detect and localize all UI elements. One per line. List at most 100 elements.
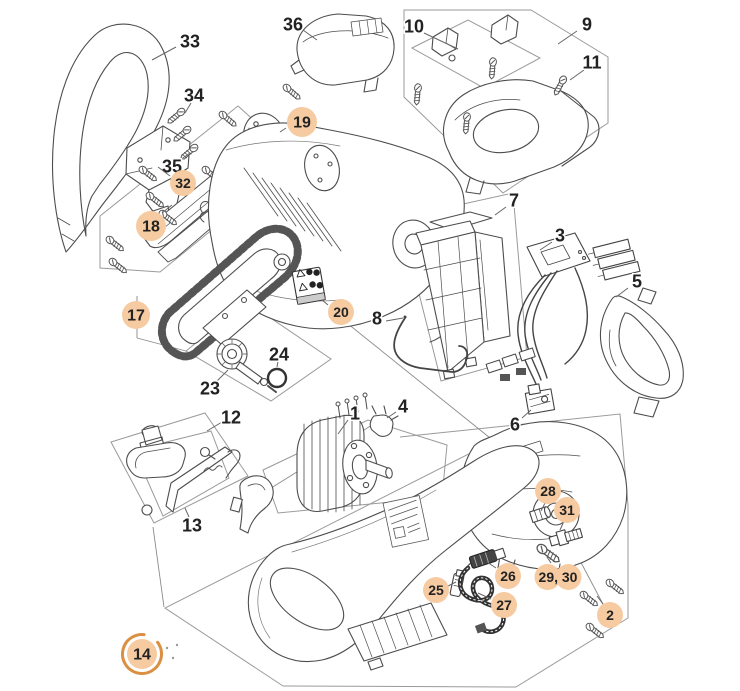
wire-part-8 xyxy=(393,315,469,373)
part-label-36[interactable]: 36 xyxy=(281,13,318,41)
part-label-24[interactable]: 24 xyxy=(267,343,291,368)
part-label-14[interactable]: 14 xyxy=(115,627,168,680)
label-leader-line xyxy=(557,30,578,45)
part-number-text: 17 xyxy=(127,308,145,325)
handlebar-part-33 xyxy=(51,23,170,253)
part-label-25[interactable]: 25 xyxy=(423,577,457,603)
top-cover-part-9 xyxy=(442,79,600,195)
part-label-20[interactable]: 20 xyxy=(321,299,354,325)
rotor-part-1 xyxy=(296,392,393,513)
part-number-text: 8 xyxy=(372,308,382,328)
box-group-bottom-right xyxy=(282,413,629,688)
part-label-33[interactable]: 33 xyxy=(151,30,202,61)
label-leader-line xyxy=(385,317,404,322)
part-label-13[interactable]: 13 xyxy=(180,507,204,537)
part-label-17[interactable]: 17 xyxy=(122,301,150,329)
highlight-circle xyxy=(136,211,166,241)
part-label-29-30[interactable]: 29, 30 xyxy=(534,556,582,590)
part-label-10[interactable]: 10 xyxy=(402,15,459,50)
highlight-circle xyxy=(328,299,354,325)
wire-harness xyxy=(485,267,589,385)
label-leader-line xyxy=(569,69,585,81)
highlight-circle xyxy=(534,564,561,590)
part-label-35[interactable]: 35 xyxy=(160,152,191,178)
part-number-text: 27 xyxy=(496,597,512,613)
part-label-32[interactable]: 32 xyxy=(157,166,196,196)
part-number-text: 4 xyxy=(398,396,408,416)
battery-compartment-part-7 xyxy=(415,211,511,380)
label-leader-line xyxy=(559,520,565,531)
part-number-text: 12 xyxy=(221,407,241,427)
part-label-3[interactable]: 3 xyxy=(539,224,567,251)
part-number-text: 35 xyxy=(162,156,182,176)
part-label-9[interactable]: 9 xyxy=(557,13,594,45)
part-label-34[interactable]: 34 xyxy=(182,84,206,114)
hose-part-27 xyxy=(458,565,506,635)
cover-part-5 xyxy=(599,287,684,418)
part-number-text: 18 xyxy=(142,219,160,236)
highlight-circle xyxy=(491,592,517,618)
part-number-text: 31 xyxy=(559,502,575,518)
part-number-text: 23 xyxy=(200,378,220,398)
label-leader-line xyxy=(494,206,507,216)
part-label-5[interactable]: 5 xyxy=(615,270,644,298)
diagram-specks xyxy=(165,643,179,660)
label-leader-line xyxy=(423,32,459,50)
part-label-11[interactable]: 11 xyxy=(569,51,603,81)
part-number-text: 24 xyxy=(269,344,289,364)
highlight-circle xyxy=(127,639,157,669)
part-number-text: 33 xyxy=(180,31,200,51)
part-number-text: 10 xyxy=(404,16,424,36)
part-number-text: 32 xyxy=(175,175,191,191)
label-leader-line xyxy=(615,287,629,298)
part-number-text: 11 xyxy=(582,52,601,72)
highlight-circle xyxy=(170,170,196,196)
highlight-circle xyxy=(122,301,150,329)
trigger-part-13 xyxy=(229,475,274,534)
parts-art xyxy=(51,13,684,671)
label-leader-line xyxy=(179,152,191,161)
part-label-18[interactable]: 18 xyxy=(136,204,173,241)
part-label-12[interactable]: 12 xyxy=(206,406,243,432)
part-number-text: 13 xyxy=(182,515,202,535)
part-label-27[interactable]: 27 xyxy=(477,592,517,618)
plug-part-26 xyxy=(463,547,507,570)
part-label-2[interactable]: 2 xyxy=(596,595,623,628)
part-label-1[interactable]: 1 xyxy=(337,402,362,435)
label-leader-line xyxy=(337,419,349,435)
part-label-7[interactable]: 7 xyxy=(494,189,521,216)
part-label-23[interactable]: 23 xyxy=(198,369,229,400)
switch-part-6 xyxy=(524,383,556,415)
part-label-8[interactable]: 8 xyxy=(370,307,404,330)
part-number-text: 26 xyxy=(500,568,516,584)
label-leader-line xyxy=(302,29,318,41)
label-leader-line xyxy=(184,102,192,114)
box-group-9 xyxy=(403,9,609,194)
nut-part-28 xyxy=(529,506,551,524)
label-leader-line xyxy=(477,592,492,600)
part-label-28[interactable]: 28 xyxy=(535,478,561,512)
o-ring-part-24 xyxy=(266,367,288,389)
label-leader-line xyxy=(206,421,223,432)
clip-part-4 xyxy=(369,405,399,437)
part-number-text: 14 xyxy=(133,647,151,664)
highlight-circle xyxy=(495,563,521,589)
part-label-26[interactable]: 26 xyxy=(486,561,521,589)
circuit-board-part-3 xyxy=(526,232,641,281)
part-label-19[interactable]: 19 xyxy=(279,107,317,137)
latch-parts-10 xyxy=(431,14,519,62)
label-leader-line xyxy=(386,411,397,419)
handle-parts-12 xyxy=(126,425,241,516)
highlight-circle xyxy=(423,577,449,603)
part-label-4[interactable]: 4 xyxy=(386,395,410,419)
label-leader-line xyxy=(596,595,604,605)
label-leader-line xyxy=(546,556,552,564)
part-label-31[interactable]: 31 xyxy=(554,497,580,531)
label-leader-line xyxy=(276,360,279,368)
part-number-text: 29, 30 xyxy=(539,569,578,585)
part-number-text: 1 xyxy=(350,403,360,423)
part-label-6[interactable]: 6 xyxy=(508,409,532,436)
label-leader-line xyxy=(539,241,553,251)
part-number-text: 7 xyxy=(509,190,519,210)
